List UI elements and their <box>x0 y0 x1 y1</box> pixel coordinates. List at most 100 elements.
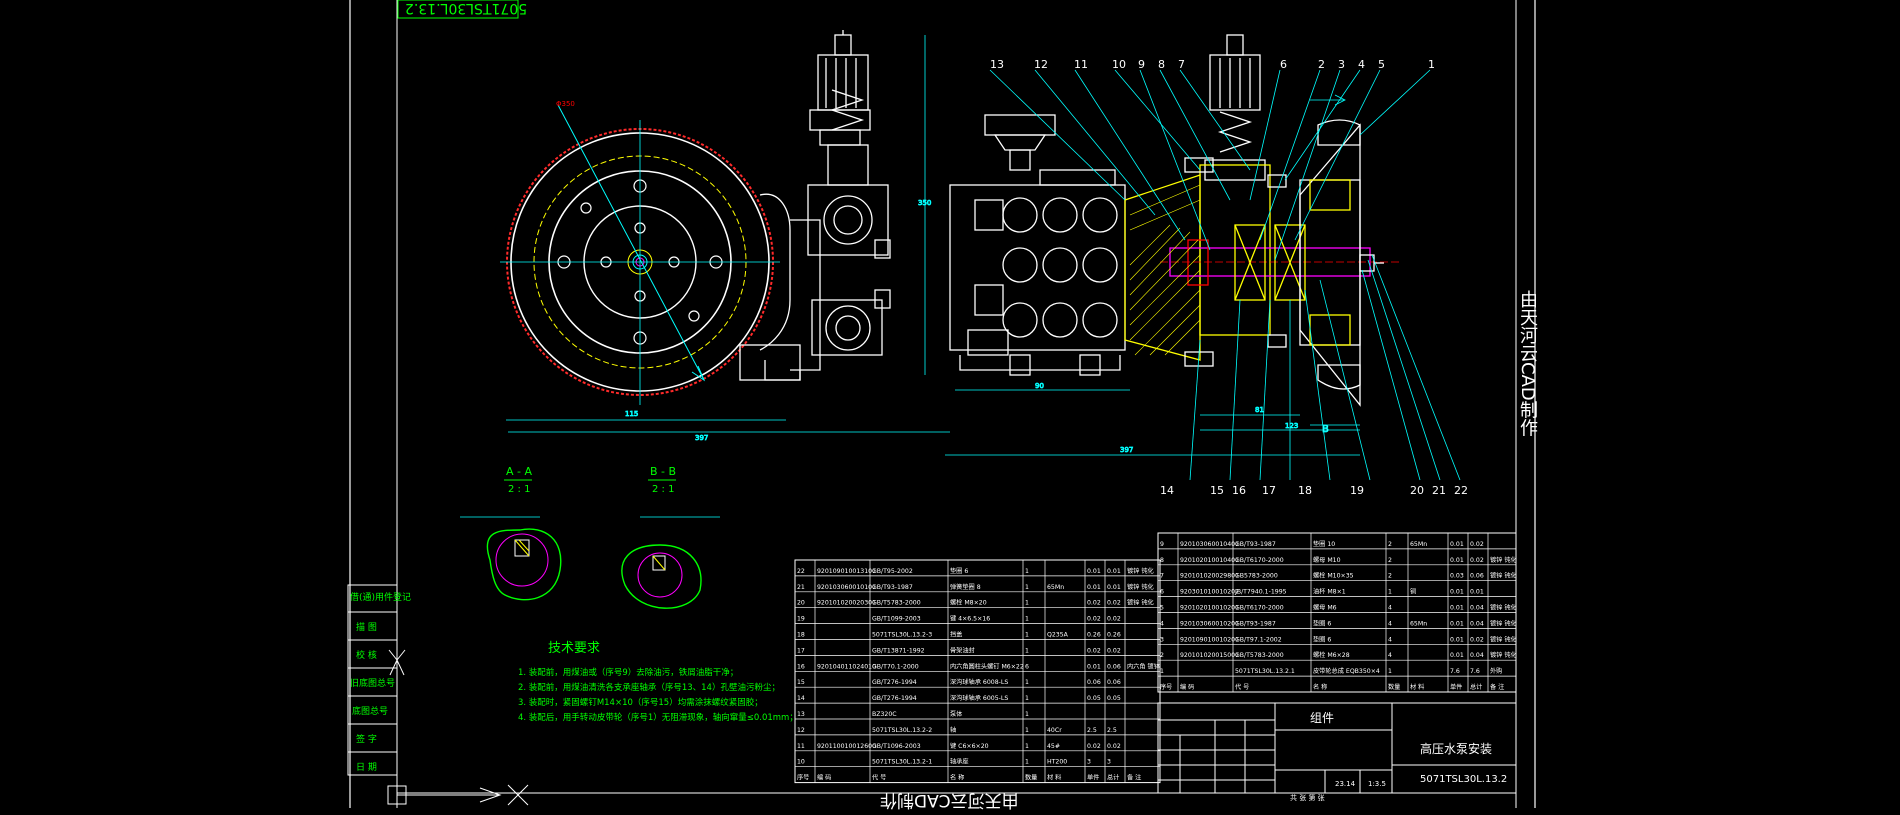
table-cell: 1 <box>1025 695 1029 702</box>
table-cell: 0.01 <box>1087 663 1101 670</box>
table-cell: 920102010010201 <box>1180 605 1239 612</box>
table-cell: 20 <box>797 600 805 607</box>
table-cell: 镀锌 钝化 <box>1490 619 1517 627</box>
svg-text:共 张 第 张: 共 张 第 张 <box>1290 793 1325 802</box>
table-cell: 2.5 <box>1087 727 1097 734</box>
table-cell: 总计 <box>1107 774 1119 782</box>
svg-text:123: 123 <box>1285 422 1298 430</box>
table-cell: 920101020020301 <box>817 600 876 607</box>
table-cell: 1 <box>1025 584 1029 591</box>
table-cell: 铜 <box>1410 588 1416 596</box>
table-cell: 17 <box>797 647 805 654</box>
svg-text:B - B: B - B <box>650 465 676 478</box>
table-cell: 0.02 <box>1087 600 1101 607</box>
table-cell: 镀锌 钝化 <box>1490 572 1517 580</box>
table-cell: GB/T93-1987 <box>1235 620 1276 627</box>
main-section-view <box>949 34 1400 407</box>
svg-text:旧底图总号: 旧底图总号 <box>350 677 395 689</box>
table-cell: 代 号 <box>872 774 886 782</box>
table-cell: 9 <box>1160 541 1164 548</box>
table-cell: 材 料 <box>1047 774 1061 782</box>
table-cell: 1 <box>1025 600 1029 607</box>
table-cell: 0.03 <box>1450 573 1464 580</box>
table-cell: 0.02 <box>1107 647 1121 654</box>
table-cell: 编 码 <box>817 774 831 782</box>
svg-text:12: 12 <box>1034 58 1048 71</box>
table-cell: 油杯 M8×1 <box>1313 588 1346 596</box>
callout-leaders <box>989 69 1461 481</box>
section-hatching <box>1129 184 1201 356</box>
table-cell: 920103060010401 <box>1180 541 1239 548</box>
svg-text:4. 装配后，用手转动皮带轮（序号1）无阻滞现象，轴向窜量≤: 4. 装配后，用手转动皮带轮（序号1）无阻滞现象，轴向窜量≤0.01mm； <box>518 712 798 723</box>
table-cell: 5071TSL30L.13.2-3 <box>872 632 932 639</box>
table-cell: 4 <box>1388 605 1392 612</box>
table-cell: 垫圈 6 <box>1313 635 1331 643</box>
table-cell: 1 <box>1025 727 1029 734</box>
table-cell: 内六角 镀锌 <box>1127 662 1160 670</box>
table-cell: 垫圈 10 <box>1313 540 1335 548</box>
table-cell: 备 注 <box>1490 683 1504 691</box>
table-cell: 11 <box>797 743 805 750</box>
svg-text:7: 7 <box>1178 58 1185 71</box>
table-cell: 0.01 <box>1450 605 1464 612</box>
svg-text:4: 4 <box>1358 58 1365 71</box>
table-cell: 4 <box>1388 652 1392 659</box>
table-cell: 13 <box>797 711 805 718</box>
table-cell: GB/T93-1987 <box>872 584 913 591</box>
svg-text:1. 装配前，用煤油或（序号9）去除油污，铁屑油脂干净；: 1. 装配前，用煤油或（序号9）去除油污，铁屑油脂干净； <box>518 667 738 678</box>
svg-text:8: 8 <box>1158 58 1165 71</box>
table-cell: 0.01 <box>1450 541 1464 548</box>
table-cell: 弹簧垫圈 8 <box>950 583 981 591</box>
top-drawing-code: 5071TSL30L.13.2 <box>405 0 528 16</box>
table-cell: BZ320C <box>872 711 897 718</box>
svg-text:借(通)用件登记: 借(通)用件登记 <box>350 591 411 603</box>
table-cell: 深沟球轴承 6008-LS <box>950 678 1008 686</box>
table-cell: 5 <box>1160 605 1164 612</box>
table-cell: 1 <box>1025 616 1029 623</box>
table-cell: 1 <box>1388 668 1392 675</box>
svg-text:组件: 组件 <box>1310 711 1334 725</box>
table-cell: 19 <box>797 616 805 623</box>
table-cell: 920102010010401 <box>1180 557 1239 564</box>
table-cell: 镀锌 钝化 <box>1490 635 1517 643</box>
table-cell: 4 <box>1388 636 1392 643</box>
svg-text:16: 16 <box>1232 484 1246 497</box>
table-cell: 0.06 <box>1107 679 1121 686</box>
table-cell: 45# <box>1047 743 1060 750</box>
table-cell: 6 <box>1025 663 1029 670</box>
table-cell: 7.6 <box>1470 668 1480 675</box>
svg-text:350: 350 <box>918 199 931 207</box>
table-cell: 0.02 <box>1470 557 1484 564</box>
table-cell: GB/T5783-2000 <box>872 600 921 607</box>
table-cell: 0.04 <box>1470 605 1484 612</box>
svg-text:1: 1 <box>1428 58 1435 71</box>
left-panel-labels: 借(通)用件登记 描 图 校 核 旧底图总号 底图总号 签 字 日 期 <box>350 591 411 773</box>
svg-text:18: 18 <box>1298 484 1312 497</box>
svg-text:20: 20 <box>1410 484 1424 497</box>
table-cell: 3 <box>1160 636 1164 643</box>
table-cell: 0.01 <box>1087 568 1101 575</box>
table-cell: GB/T1096-2003 <box>872 743 921 750</box>
table-cell: 0.04 <box>1470 652 1484 659</box>
table-cell: 1 <box>1160 668 1164 675</box>
table-cell: 920109010010201 <box>1180 636 1239 643</box>
title-block-text: 组件 高压水泵安装 5071TSL30L.13.2 23.14 1:3.5 共 … <box>1290 711 1507 802</box>
table-cell: 0.01 <box>1450 652 1464 659</box>
table-cell: 1 <box>1025 647 1029 654</box>
table-cell: 920103060010101 <box>817 584 876 591</box>
table-cell: 备 注 <box>1127 774 1141 782</box>
svg-text:6: 6 <box>1280 58 1287 71</box>
table-cell: 0.02 <box>1107 616 1121 623</box>
svg-text:15: 15 <box>1210 484 1224 497</box>
table-cell: 0.06 <box>1470 573 1484 580</box>
table-cell: 2.5 <box>1107 727 1117 734</box>
table-cell: 4 <box>1160 620 1164 627</box>
table-cell: 名 称 <box>950 774 964 782</box>
table-cell: 0.01 <box>1107 584 1121 591</box>
svg-text:397: 397 <box>1120 446 1133 454</box>
callout-numbers-top: 13 12 11 10 9 8 7 6 2 3 4 5 1 <box>990 58 1435 71</box>
table-cell: 编 码 <box>1180 683 1194 691</box>
